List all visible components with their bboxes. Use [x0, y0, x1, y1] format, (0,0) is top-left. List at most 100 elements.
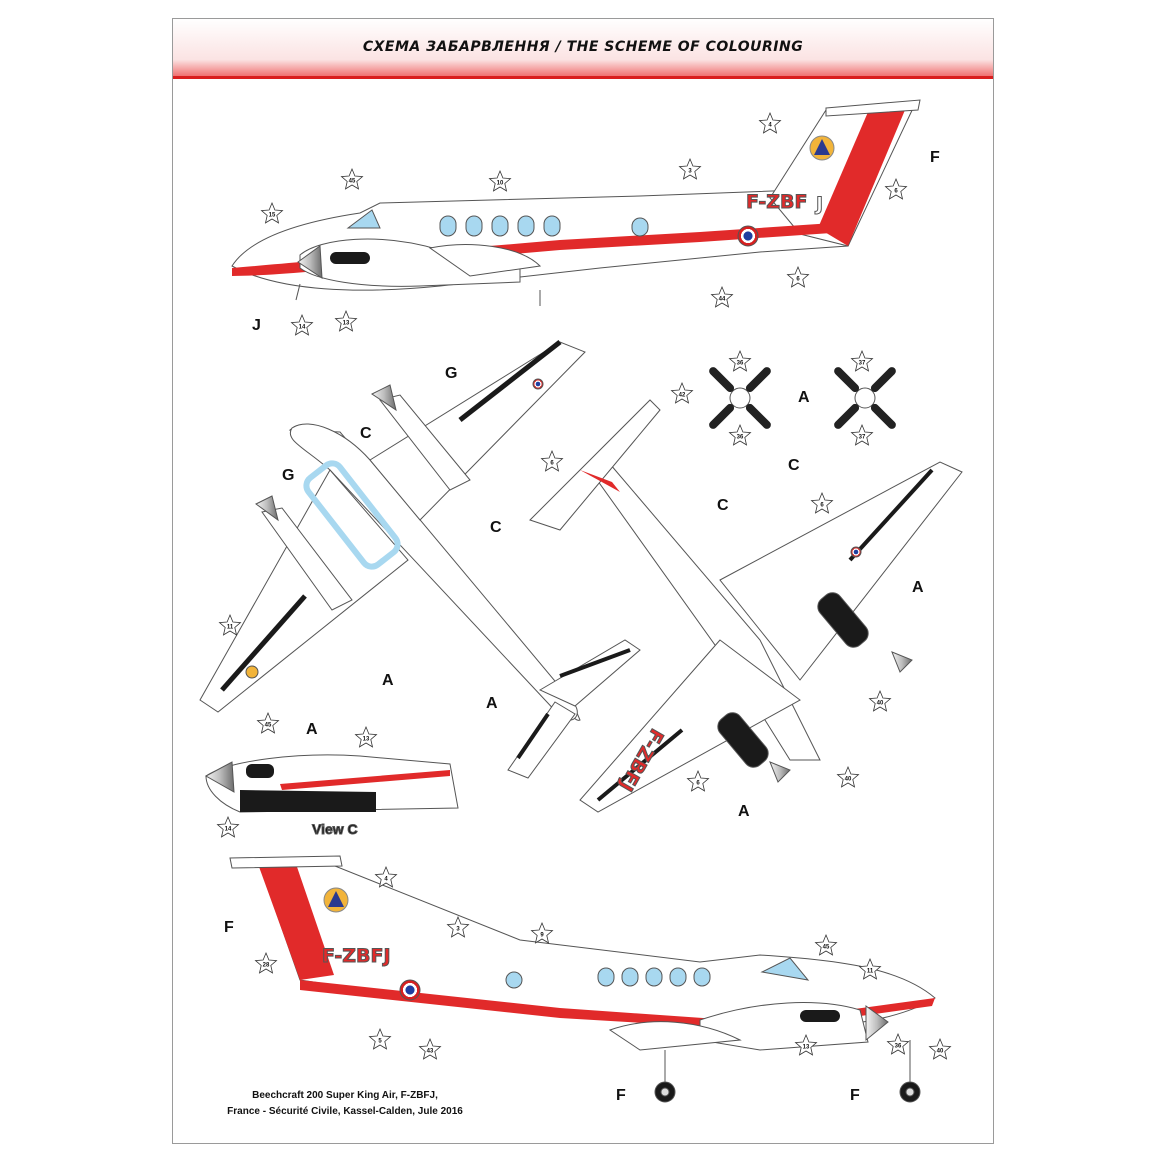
cabin-window-3	[645, 967, 663, 987]
code-a-3: A	[486, 695, 498, 712]
windscreen	[346, 209, 381, 229]
callout-number: 3	[456, 927, 460, 933]
callout-number: 13	[343, 321, 350, 327]
callout-star	[728, 423, 752, 446]
nacelle-r	[379, 394, 471, 491]
callout-star	[218, 613, 242, 636]
callout-number: 9	[540, 933, 544, 939]
cabin-window-5	[693, 967, 711, 987]
exhaust-black	[330, 252, 370, 264]
callout-star	[340, 167, 364, 190]
right-wing	[369, 341, 586, 521]
side-profile-right: F-ZBFJ	[229, 855, 936, 1103]
paint-codes: F J G G C C C C A A A A A A F F F	[224, 149, 940, 1104]
callout-star	[686, 769, 710, 792]
callout-star	[254, 951, 278, 974]
callout-number: 40	[877, 701, 884, 707]
nacelle-black-l	[717, 712, 769, 768]
roundel	[850, 546, 862, 558]
callout-number: 6	[894, 189, 898, 195]
propeller-left	[709, 367, 771, 429]
tailplane	[825, 99, 921, 117]
callout-number: 6	[550, 461, 554, 467]
callout-number: 43	[427, 1049, 434, 1055]
left-wing	[199, 469, 409, 713]
callout-number: 11	[227, 625, 234, 631]
callout-number: 4	[768, 123, 772, 129]
callout-star	[928, 1037, 952, 1060]
callout-number: 15	[269, 213, 276, 219]
cabin-window-5	[543, 215, 561, 237]
callout-star	[794, 1033, 818, 1056]
callout-star	[256, 711, 280, 734]
right-wing	[719, 461, 963, 681]
cabin-window-2	[621, 967, 639, 987]
callout-star	[446, 915, 470, 938]
code-c-2: C	[717, 497, 729, 514]
header-rule	[173, 76, 993, 79]
side-profile-left: F-ZBF J	[231, 99, 921, 306]
code-f-bottom: F	[224, 919, 234, 936]
code-g-1: G	[445, 365, 457, 382]
code-c-1: C	[490, 519, 502, 536]
callout-number: 36	[737, 361, 744, 367]
cabin-window-2	[465, 215, 483, 237]
cabin-window-1	[597, 967, 615, 987]
callout-number: 28	[263, 963, 270, 969]
callout-number: 5	[378, 1039, 382, 1045]
view-c-nacelle: View C	[204, 754, 459, 838]
callout-star	[884, 177, 908, 200]
callout-star	[540, 449, 564, 472]
civil-badge	[245, 665, 259, 679]
code-f-top: F	[930, 149, 940, 166]
callout-number: 36	[737, 435, 744, 441]
propellers	[709, 367, 896, 429]
red-tip	[580, 470, 620, 492]
nacelle-black-r	[817, 592, 869, 648]
callout-star	[836, 765, 860, 788]
callout-number: 6	[796, 277, 800, 283]
cheatline	[300, 980, 935, 1030]
registration: F-ZBFJ	[322, 945, 391, 967]
callout-number: 45	[349, 179, 356, 185]
code-a-2: A	[382, 672, 394, 689]
roundel	[532, 378, 544, 390]
arrow-c: C	[360, 425, 372, 442]
callout-star	[374, 865, 398, 888]
callout-star	[758, 111, 782, 134]
callout-number: 4	[384, 877, 388, 883]
callout-stars: 4310451514134466611640406363642373745131…	[216, 111, 952, 1060]
callout-star	[334, 309, 358, 332]
callout-star	[216, 815, 240, 838]
callout-number: 36	[895, 1044, 902, 1050]
cabin-window-3	[491, 215, 509, 237]
callout-number: 10	[497, 181, 504, 187]
callout-star	[858, 957, 882, 980]
callout-number: 11	[867, 969, 874, 975]
callout-number: 13	[363, 737, 370, 743]
callout-star	[678, 157, 702, 180]
callout-number: 40	[845, 777, 852, 783]
callout-number: 3	[688, 169, 692, 175]
fin-red	[818, 110, 905, 246]
callout-star	[488, 169, 512, 192]
callout-star	[814, 933, 838, 956]
callout-star	[810, 491, 834, 514]
planform-bottom: F-ZBFJ	[529, 399, 963, 813]
roundel	[737, 225, 759, 247]
registration-left: F-ZBF	[746, 191, 808, 213]
callout-number: 14	[299, 325, 306, 331]
tailplane-l	[507, 701, 576, 779]
roundel	[399, 979, 421, 1001]
callout-star	[260, 201, 284, 224]
tailplane	[229, 855, 343, 869]
code-c-3: C	[788, 457, 800, 474]
cabin-window-6	[631, 217, 649, 237]
callout-number: 6	[696, 781, 700, 787]
callout-star	[728, 349, 752, 372]
callout-star	[868, 689, 892, 712]
code-a-4: A	[306, 721, 318, 738]
fin-red	[258, 864, 334, 980]
view-c-label: View C	[312, 821, 358, 837]
